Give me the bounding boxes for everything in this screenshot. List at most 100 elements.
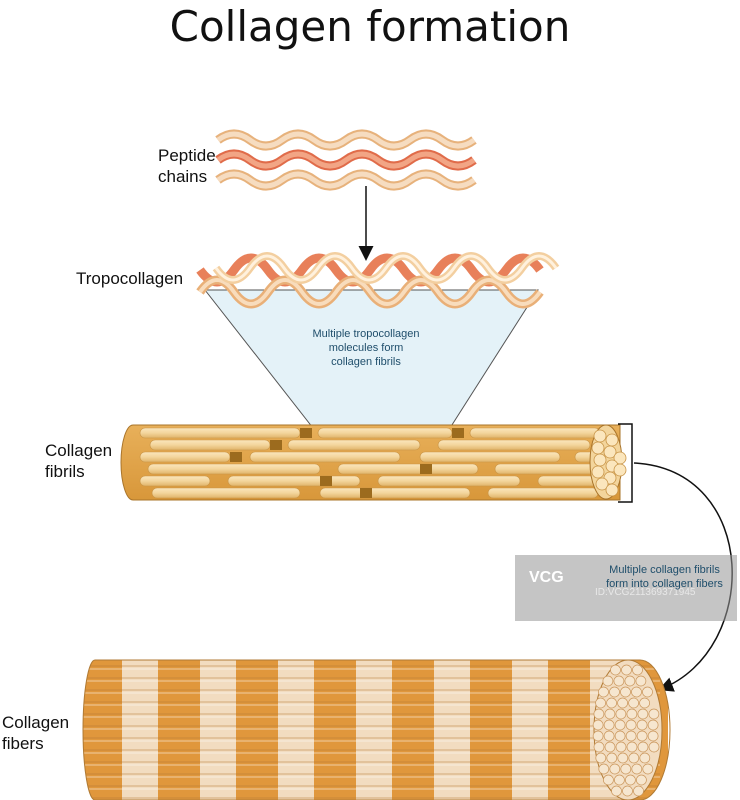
fiber-end-circle xyxy=(606,697,617,709)
fiber-end-circle xyxy=(603,730,615,742)
fiber-end-circle xyxy=(613,675,625,687)
watermark-logo: VCG xyxy=(529,569,564,586)
fiber-end-circle xyxy=(626,708,638,720)
fibril-rod xyxy=(469,427,601,439)
fiber-end-circle xyxy=(598,686,609,698)
fiber-end-circle xyxy=(609,763,621,775)
label-peptide-chains: Peptide chains xyxy=(158,145,216,187)
fiber-end-circle xyxy=(615,741,627,753)
fiber-end-circle xyxy=(617,752,629,764)
fiber-end-circle xyxy=(648,741,660,753)
fiber-band xyxy=(470,660,512,800)
fibril-rod xyxy=(227,475,361,487)
fibril-end-circle xyxy=(593,429,607,443)
fiber-end-circle xyxy=(598,763,610,775)
tropocollagen-helix xyxy=(196,252,560,309)
fibril-gap xyxy=(360,488,372,498)
fiber-end-circle xyxy=(593,741,605,753)
fiber-end-circle xyxy=(610,664,621,676)
fiber-end-circle xyxy=(620,763,632,775)
fiber-end-circle xyxy=(602,675,614,687)
fiber-end-circle xyxy=(603,719,615,731)
fiber-end-circle xyxy=(621,664,632,676)
fibril-rod xyxy=(487,487,599,499)
peptide-chain-3-highlight xyxy=(216,171,476,189)
fiber-body xyxy=(83,660,668,800)
watermark-id: ID:VCG211369371945 xyxy=(595,587,696,598)
fiber-end-circle xyxy=(647,730,659,742)
fibril-rod xyxy=(377,475,521,487)
fiber-end-circle xyxy=(593,708,605,720)
fiber-band xyxy=(434,660,470,800)
fiber-end-circle xyxy=(614,774,625,786)
note-tropocollagen-to-fibrils: Multiple tropocollagen molecules form co… xyxy=(290,327,442,369)
fibril-gap xyxy=(452,428,464,438)
fiber-end-circle xyxy=(637,741,649,753)
fibril-rod xyxy=(337,463,479,475)
fiber-end-circle xyxy=(625,730,637,742)
fiber-band xyxy=(356,660,392,800)
fiber-end-circle xyxy=(604,708,616,720)
fiber-band xyxy=(200,660,236,800)
collagen-fiber xyxy=(82,659,671,800)
fiber-end-circle xyxy=(626,741,638,753)
fiber-band xyxy=(236,660,278,800)
fibril-rod xyxy=(437,439,591,451)
fiber-band xyxy=(314,660,356,800)
label-collagen-fibrils: Collagen fibrils xyxy=(45,440,112,482)
fibril-end-circles xyxy=(591,429,627,497)
fiber-end-circle xyxy=(642,763,654,775)
label-tropocollagen: Tropocollagen xyxy=(76,269,184,288)
fiber-end-circle xyxy=(603,774,614,786)
fibril-rod xyxy=(147,463,321,475)
fiber-end-circle xyxy=(592,719,604,731)
fibril-rod xyxy=(139,475,211,487)
fiber-end-circle xyxy=(637,708,649,720)
fibril-rod xyxy=(249,451,401,463)
fiber-band xyxy=(122,660,158,800)
fibril-end-circle xyxy=(605,483,619,497)
fibril-rod xyxy=(419,451,561,463)
fiber-end-circle xyxy=(625,719,637,731)
fibril-end-circle xyxy=(613,463,627,477)
fiber-end-circle xyxy=(595,697,606,709)
fibril-rod xyxy=(494,463,601,475)
fiber-end-circle xyxy=(642,686,653,698)
tropocollagen-strand-tan-highlight xyxy=(198,278,542,306)
fibril-end-circle xyxy=(591,441,605,455)
label-fibers-line1: Collagen xyxy=(2,713,70,732)
note-tropo-line2: molecules form xyxy=(328,342,404,354)
fibril-bracket xyxy=(618,423,633,503)
fiber-end-circle xyxy=(632,664,643,676)
fiber-end-circle xyxy=(633,785,644,797)
fibril-gap xyxy=(300,428,312,438)
fiber-end-circle xyxy=(614,719,626,731)
fibril-end-circle xyxy=(595,477,609,491)
fibril-end-circle xyxy=(603,445,617,459)
fibril-rod xyxy=(149,439,271,451)
fibril-gap xyxy=(230,452,242,462)
fiber-band xyxy=(548,660,590,800)
fiber-end-circle xyxy=(611,785,622,797)
note-fibers-line1: Multiple collagen fibrils xyxy=(609,564,720,576)
fibril-end-circle xyxy=(605,433,619,447)
fiber-end-circle xyxy=(615,708,627,720)
fiber-end-circles xyxy=(592,664,660,797)
fiber-end-circle xyxy=(625,774,636,786)
diagram-title: Collagen formation xyxy=(169,2,571,51)
fibril-rod xyxy=(139,427,301,439)
fibril-gap xyxy=(270,440,282,450)
label-collagen-fibers: Collagen fibers xyxy=(2,712,69,754)
peptide-chains xyxy=(215,129,477,191)
fiber-end-circle xyxy=(592,730,604,742)
fibril-rod xyxy=(537,475,601,487)
note-fibers-line2: form into collagen fibers xyxy=(606,578,723,590)
label-fibrils-line2: fibrils xyxy=(45,462,85,481)
label-peptide-line2: chains xyxy=(158,167,208,186)
fiber-end-circle xyxy=(631,686,642,698)
fibril-end-circle xyxy=(593,453,607,467)
fiber-end-circle xyxy=(628,697,639,709)
fiber-band xyxy=(392,660,434,800)
fibril-rod xyxy=(287,439,421,451)
label-peptide-line1: Peptide xyxy=(158,146,216,165)
